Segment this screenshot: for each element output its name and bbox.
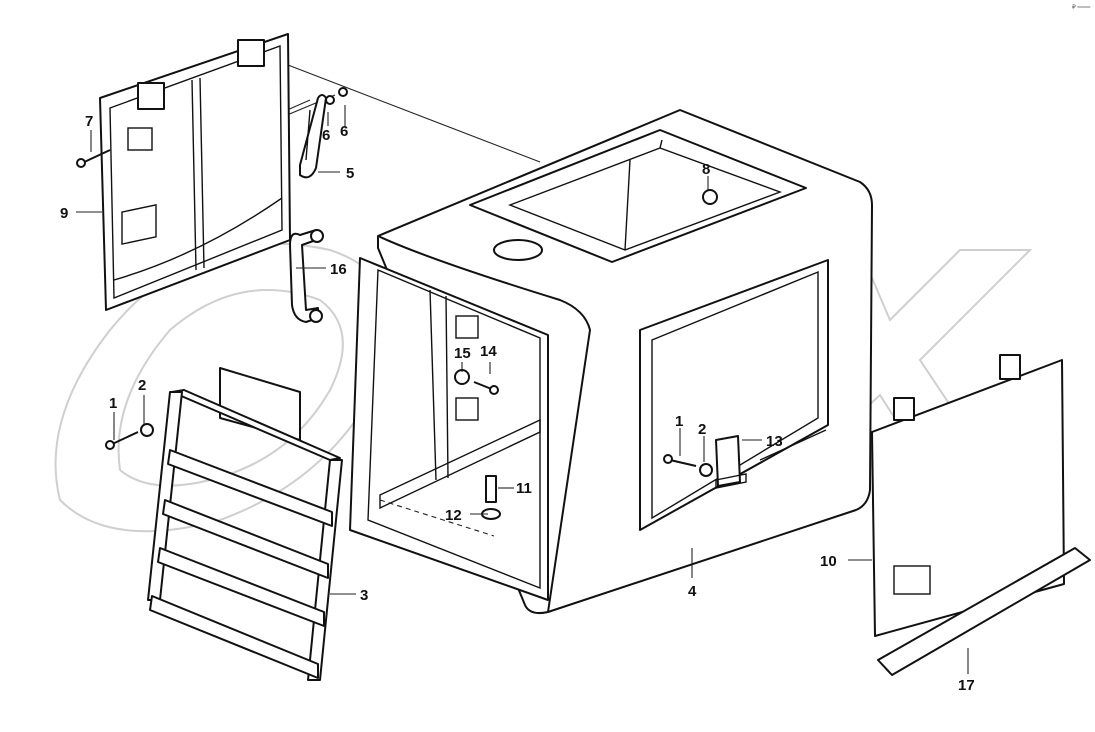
callout-14: 14 — [480, 343, 497, 360]
callout-11: 11 — [516, 480, 532, 497]
part-5-gas-strut — [299, 87, 348, 179]
part-13-bracket — [715, 435, 747, 489]
leader-lines — [76, 105, 969, 674]
part-4-cabin — [349, 109, 873, 615]
callout-17: 17 — [958, 677, 975, 694]
callout-3: 3 — [360, 587, 368, 604]
callout-8: 8 — [702, 161, 710, 178]
callout-1: 1 — [675, 413, 683, 430]
corner-mark: ₽ ═══ — [1072, 5, 1091, 11]
part-17-seal-strip — [877, 547, 1091, 676]
callout-15: 15 — [454, 345, 471, 362]
part-16-handle — [289, 229, 324, 323]
callout-4: 4 — [688, 583, 697, 600]
callout-2: 2 — [698, 421, 706, 438]
callout-6: 6 — [340, 123, 348, 140]
callout-12: 12 — [445, 507, 462, 524]
callout-16: 16 — [330, 261, 347, 278]
part-10-side-panel — [871, 354, 1065, 637]
callout-9: 9 — [60, 205, 68, 222]
callout-2: 2 — [138, 377, 146, 394]
fasteners — [76, 149, 718, 537]
callout-6: 6 — [322, 127, 330, 144]
callout-5: 5 — [346, 165, 354, 182]
callout-1: 1 — [109, 395, 117, 412]
callout-10: 10 — [820, 553, 837, 570]
part-9-door-panel — [99, 33, 291, 311]
callout-labels: 7 6 6 5 9 8 16 15 14 1 2 1 2 13 11 12 3 … — [60, 113, 975, 694]
callout-13: 13 — [766, 433, 783, 450]
part-3-grille — [147, 367, 343, 681]
callout-7: 7 — [85, 113, 93, 130]
